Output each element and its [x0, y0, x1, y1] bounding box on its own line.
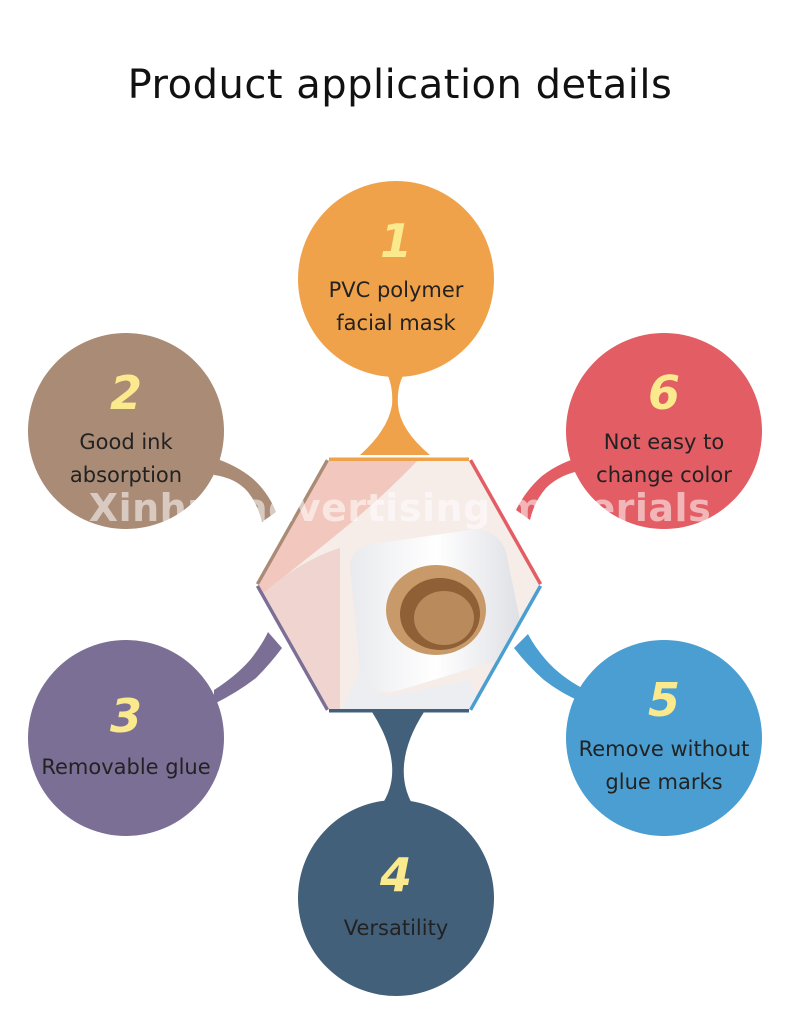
connector-1	[360, 362, 430, 455]
bubble-3: 3 Removable glue	[28, 640, 224, 836]
bubble-number: 6	[647, 366, 680, 420]
bubble-number: 5	[647, 673, 680, 727]
bubble-number: 4	[379, 847, 412, 902]
bubble-4: 4 Versatility	[298, 800, 494, 996]
bubble-label: Versatility	[343, 915, 449, 940]
bubble-number: 1	[379, 214, 412, 268]
bubble-number: 3	[109, 688, 142, 743]
connector-5	[514, 634, 582, 702]
connector-4	[372, 712, 424, 810]
page-title: Product application details	[127, 62, 673, 108]
connector-3	[214, 632, 282, 704]
product-photo	[259, 461, 539, 709]
bubble-label: Removable glue	[41, 754, 211, 779]
connector-6	[516, 456, 584, 520]
bubble-number: 2	[109, 366, 142, 420]
connector-2	[214, 458, 276, 522]
